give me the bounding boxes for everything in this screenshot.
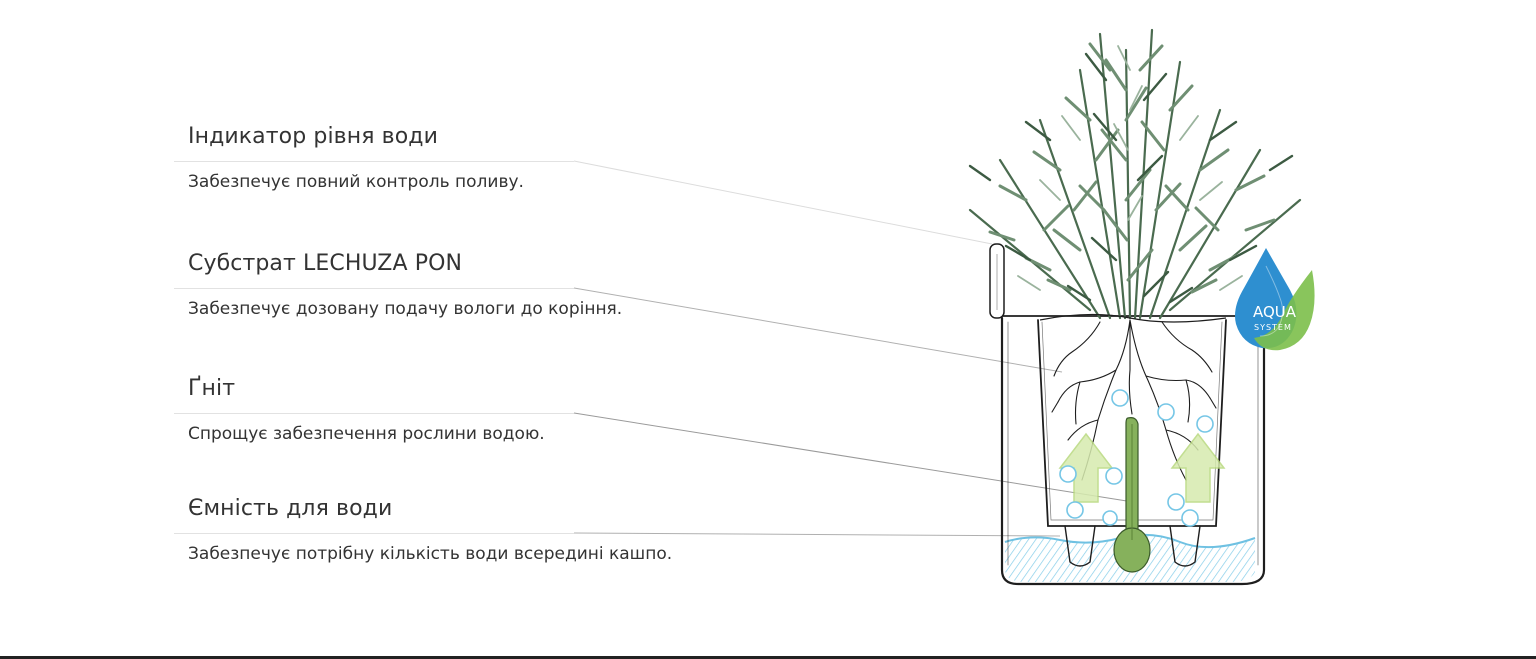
leader-line-reservoir <box>573 532 1061 537</box>
feature-description: Спрощує забезпечення рослини водою. <box>188 424 545 444</box>
badge-sub-text: SYSTEM <box>1254 323 1292 332</box>
water-level-indicator <box>989 243 1005 319</box>
feature-title: Субстрат LECHUZA PON <box>188 251 463 276</box>
aqua-system-logo: AQUA SYSTEM <box>1235 248 1315 351</box>
feature-description: Забезпечує повний контроль поливу. <box>188 172 524 192</box>
feature-title: Індикатор рівня води <box>188 124 438 149</box>
footer-divider <box>0 656 1536 659</box>
outer-pot <box>999 315 1267 586</box>
feature-title: Ємність для води <box>188 496 393 521</box>
upward-arrows <box>1058 432 1226 503</box>
feature-divider <box>174 288 574 289</box>
pot-illustration <box>968 28 1302 586</box>
feature-description: Забезпечує потрібну кількість води всере… <box>188 544 673 564</box>
feature-divider <box>174 413 574 414</box>
feature-divider <box>174 161 574 162</box>
feature-divider <box>174 533 574 534</box>
leader-line-substrate <box>573 287 1063 373</box>
feature-description: Забезпечує дозовану подачу вологи до кор… <box>188 299 623 319</box>
water-bubbles <box>1059 389 1214 527</box>
plant-foliage <box>968 28 1302 320</box>
leader-line-indicator <box>573 160 993 245</box>
leader-line-wick <box>573 412 1134 503</box>
wick <box>1113 417 1151 573</box>
soil-surface <box>1039 313 1227 323</box>
feature-title: Ґніт <box>188 376 236 401</box>
badge-main-text: AQUA <box>1253 303 1297 321</box>
